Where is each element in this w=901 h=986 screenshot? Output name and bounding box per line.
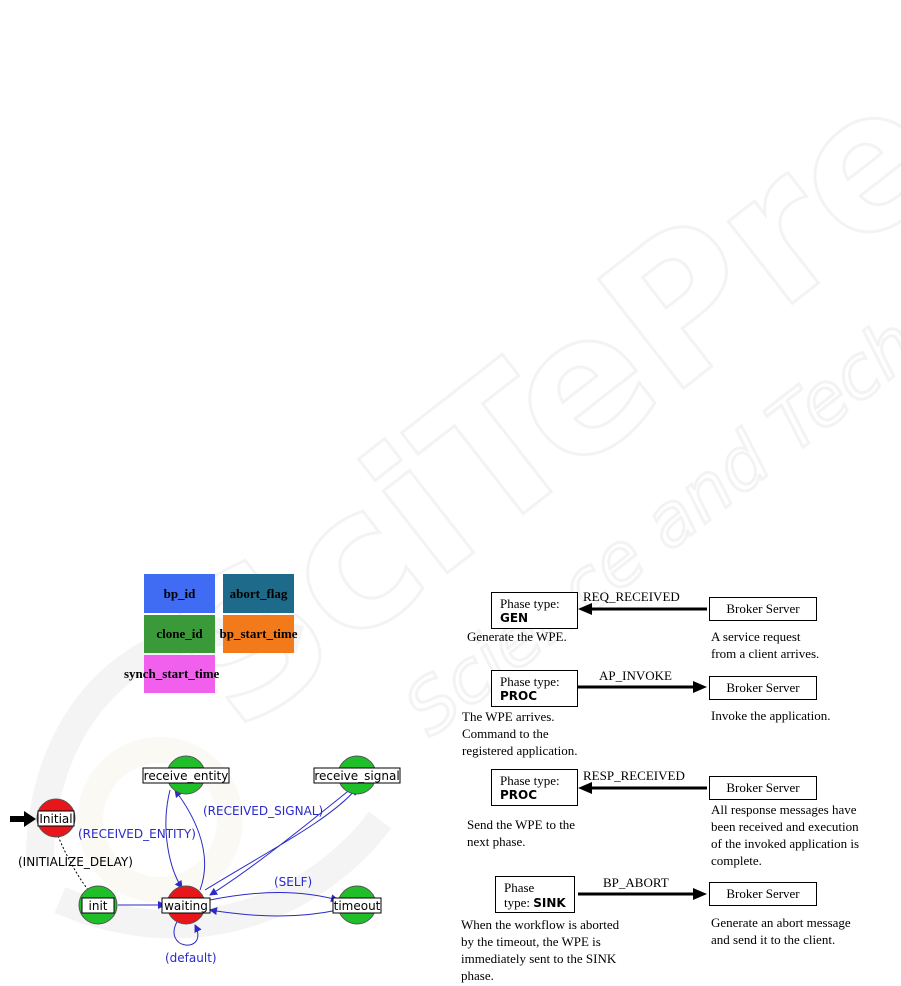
phase-box-gen: Phase type: GEN (491, 592, 578, 629)
phase-type-label: Phase type: (500, 773, 560, 788)
state-receive-entity-label: receive_entity (144, 769, 229, 783)
edge-initial-to-init (57, 835, 93, 896)
transition-initialize-delay: (INITIALIZE_DELAY) (18, 855, 133, 869)
message-resp-received: RESP_RECEIVED (583, 768, 685, 783)
entry-arrow (10, 811, 36, 827)
edge-receive-signal-to-waiting (209, 787, 353, 896)
field-synch-start-time-label: synch_start_time (124, 666, 220, 681)
message-bp-abort: BP_ABORT (603, 875, 669, 890)
phase-box-proc-response: Phase type: PROC (491, 769, 578, 806)
broker-note-right: All response messages have been received… (711, 802, 860, 868)
phase-type-label: Phase (504, 880, 535, 895)
state-initial-label: Initial (39, 812, 72, 826)
transition-self: (SELF) (274, 875, 312, 889)
broker-server-box: Broker Server (709, 597, 817, 621)
field-abort-flag: abort_flag (223, 574, 294, 613)
edge-waiting-to-receive-signal (204, 787, 358, 891)
edge-timeout-to-waiting (209, 907, 339, 917)
broker-server-box: Broker Server (709, 676, 817, 700)
broker-note-right: Generate an abort message and send it to… (711, 915, 851, 947)
field-synch-start-time: synch_start_time (124, 655, 219, 693)
edge-waiting-to-receive-entity (174, 789, 206, 891)
edge-waiting-self-loop (173, 919, 202, 946)
phase-note-left: The WPE arrives. Command to the register… (462, 709, 578, 758)
phase-type-label: Phase type: (500, 674, 560, 689)
phase-box-sink: Phase type: SINK (495, 876, 575, 913)
state-timeout-label: timeout (334, 899, 381, 913)
field-bp-start-time: bp_start_time (220, 615, 298, 653)
phase-note-left: Generate the WPE. (467, 629, 567, 644)
broker-server-box: Broker Server (709, 776, 817, 800)
phase-type-value: SINK (533, 896, 566, 910)
phase-type-value: PROC (500, 689, 538, 703)
phase-type-label-suffix: type: (504, 895, 530, 910)
phase-note-left: Send the WPE to the next phase. (467, 817, 576, 849)
phase-type-label: Phase type: (500, 596, 560, 611)
phase-type-label-line2: type: SINK (504, 895, 574, 911)
state-receive-signal-label: receive_signal (314, 769, 399, 783)
phase-type-value: PROC (500, 788, 538, 802)
phase-box-proc-invoke: Phase type: PROC (491, 670, 578, 707)
phase-note-left: When the workflow is aborted by the time… (461, 917, 620, 983)
broker-server-box: Broker Server (709, 882, 817, 906)
transition-received-entity: (RECEIVED_ENTITY) (78, 827, 196, 841)
transition-default: (default) (165, 951, 217, 965)
state-waiting-label: waiting (164, 899, 208, 913)
phase-type-value: GEN (500, 611, 529, 625)
edge-receive-entity-to-waiting (165, 789, 183, 889)
broker-note-right: A service request from a client arrives. (711, 629, 820, 661)
broker-note-right: Invoke the application. (711, 708, 831, 723)
field-bp-id: bp_id (144, 574, 215, 613)
message-req-received: REQ_RECEIVED (583, 589, 680, 604)
transition-received-signal: (RECEIVED_SIGNAL) (203, 804, 323, 818)
message-ap-invoke: AP_INVOKE (599, 668, 672, 683)
field-clone-id: clone_id (144, 615, 215, 653)
state-init-label: init (89, 899, 108, 913)
edge-waiting-to-timeout (209, 892, 339, 903)
